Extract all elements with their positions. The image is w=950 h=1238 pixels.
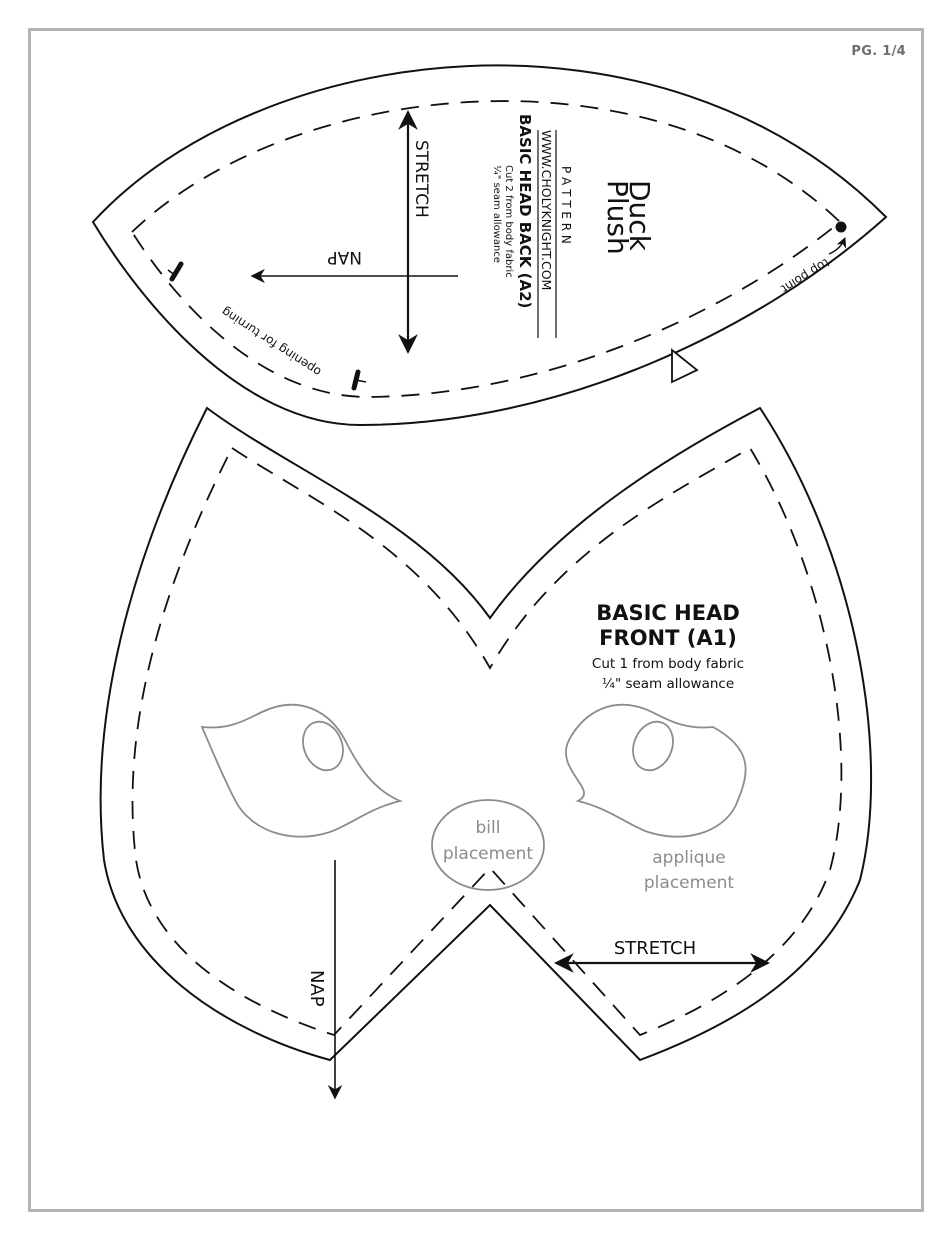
head-back-piece-name: BASIC HEAD BACK (A2) [516, 114, 534, 308]
page-number: PG. 1/4 [851, 44, 906, 59]
head-front-piece-name-line1: BASIC HEAD [596, 601, 740, 625]
head-back-seam-line [131, 100, 842, 398]
head-back-title-block: Duck Plush [601, 180, 656, 255]
head-front-cut-instruction: Cut 1 from body fabric [592, 656, 744, 672]
brand-title-duck: Duck [623, 180, 656, 252]
head-back-cut-line [91, 64, 888, 427]
opening-marker-start-icon [169, 261, 184, 282]
head-back-cut-instruction: Cut 2 from body fabric [503, 165, 514, 278]
page-border [28, 28, 924, 1212]
website-label: WWW.CHOLYKNIGHT.COM [539, 130, 554, 290]
head-front-cut-line [99, 406, 873, 1062]
opening-for-turning-label: opening for turning [219, 304, 324, 379]
top-point-arrow-icon [828, 237, 847, 255]
head-front-stretch-label: STRETCH [614, 938, 696, 959]
head-front-piece-name-line2: FRONT (A1) [599, 626, 737, 650]
head-front-nap-label: NAP [306, 970, 327, 1007]
brand-subtitle: P A T T E R N [559, 166, 573, 244]
head-front-seam-line [131, 446, 843, 1037]
applique-placement-label-line1: applique [652, 848, 725, 868]
head-front-piece: BASIC HEAD FRONT (A1) Cut 1 from body fa… [99, 406, 873, 1100]
bill-placement-outline [431, 799, 545, 891]
bill-placement-label-line1: bill [476, 818, 501, 838]
bill-placement-label-line2: placement [443, 844, 534, 864]
brand-title-plush: Plush [601, 180, 634, 255]
top-point-dot-icon [835, 221, 847, 233]
left-eye-pupil-outline [302, 720, 344, 772]
head-back-piece: top point STRETCH NAP opening for turnin… [91, 64, 888, 427]
notch-triangle-icon [671, 348, 699, 384]
head-back-nap-label: NAP [327, 247, 362, 267]
top-point-label: top point [778, 255, 832, 296]
right-eye-pupil-outline [632, 720, 674, 772]
head-front-seam-allowance: ¼" seam allowance [602, 676, 734, 692]
right-eye-applique-outline [565, 703, 747, 838]
applique-placement-label-line2: placement [644, 873, 735, 893]
left-eye-applique-outline [200, 703, 403, 838]
head-back-stretch-label: STRETCH [411, 140, 431, 218]
head-back-seam-allowance: ¼" seam allowance [491, 165, 503, 263]
